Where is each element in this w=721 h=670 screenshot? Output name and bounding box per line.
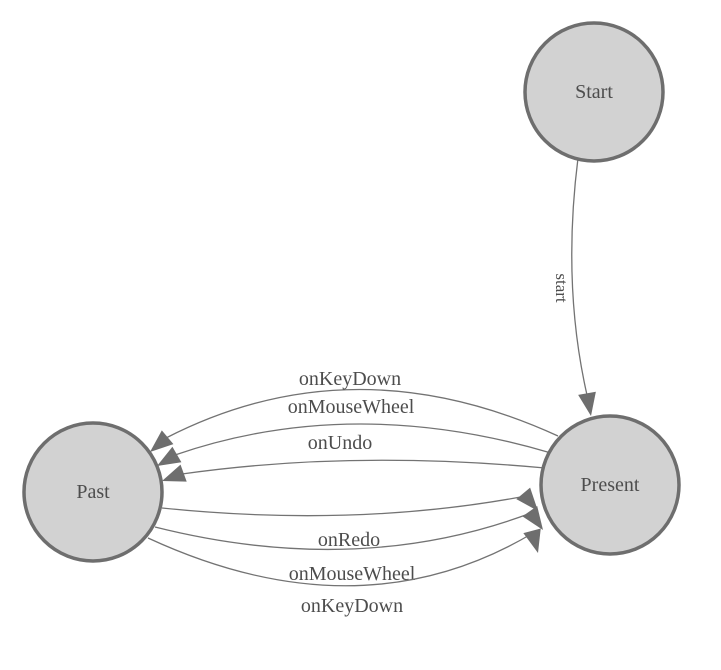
transition-edge-present-to-past-3: onUndo	[162, 432, 546, 482]
state-node-present[interactable]: Present	[539, 414, 681, 556]
edge-label: onMouseWheel	[289, 563, 416, 585]
edge-label: onRedo	[318, 529, 380, 551]
transition-edge-present-to-past-2: onMouseWheel	[157, 396, 552, 466]
arrowhead-icon	[522, 505, 543, 530]
state-label-past: Past	[76, 481, 110, 503]
state-node-start[interactable]: Start	[523, 21, 665, 163]
state-circle-start[interactable]	[523, 21, 665, 163]
edges-layer: start onKeyDown onMouseWheel onUndo onRedo on…	[147, 157, 596, 617]
state-circle-past[interactable]	[22, 421, 164, 563]
arrowhead-icon	[523, 528, 541, 553]
state-label-present: Present	[581, 474, 640, 496]
state-circle-present[interactable]	[539, 414, 681, 556]
edge-connector	[154, 512, 532, 551]
transition-edge-present-to-past-1: onKeyDown	[150, 368, 559, 452]
edge-label: onKeyDown	[299, 368, 401, 390]
transition-edge-past-to-present-4: onRedo	[161, 487, 538, 551]
transition-edge-past-to-present-5: onMouseWheel	[154, 505, 543, 585]
edge-label: onUndo	[308, 432, 372, 454]
edge-label: onKeyDown	[301, 595, 403, 617]
arrowhead-icon	[516, 487, 538, 511]
arrowhead-icon	[157, 446, 182, 466]
arrowhead-icon	[150, 430, 174, 452]
edge-label: start	[552, 273, 571, 303]
edge-label: onMouseWheel	[288, 396, 415, 418]
state-node-past[interactable]: Past	[22, 421, 164, 563]
transition-edge-past-to-present-6: onKeyDown	[147, 528, 541, 617]
transition-edge-start-to-present-0: start	[552, 157, 596, 416]
edge-connector	[147, 532, 534, 587]
edge-connector	[571, 157, 588, 396]
arrowhead-icon	[578, 391, 596, 416]
edge-connector	[174, 423, 552, 456]
edge-connector	[181, 459, 546, 475]
edge-connector	[165, 388, 559, 439]
edge-connector	[161, 495, 527, 517]
arrowhead-icon	[162, 464, 187, 482]
state-label-start: Start	[575, 81, 613, 103]
